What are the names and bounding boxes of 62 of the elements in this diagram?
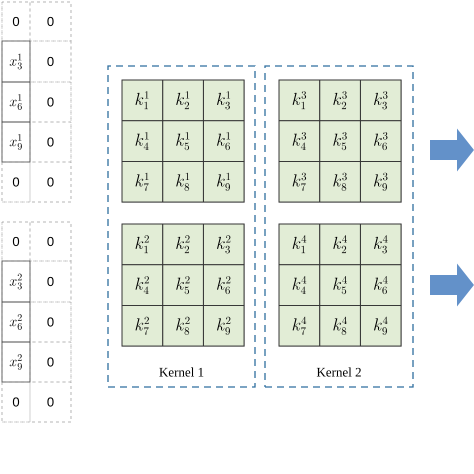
grid-cell: $k_7^2$ — [122, 304, 164, 347]
grid-cell: $k_5^1$ — [162, 120, 204, 162]
grid-cell: $k_4^2$ — [122, 264, 164, 306]
grid-cell: $x_3^2$ — [2, 260, 30, 302]
grid-cell: $k_3^3$ — [360, 80, 402, 122]
grid-cell: 0 — [30, 302, 72, 342]
grid-cell: $k_1^1$ — [122, 80, 164, 122]
grid-cell: 0 — [30, 122, 72, 162]
grid-cell: $k_9^3$ — [360, 160, 402, 203]
grid-cell: 0 — [30, 162, 72, 202]
kernel-grid — [122, 224, 245, 347]
grid-cell: $k_4^4$ — [278, 264, 320, 306]
grid-cell: $k_7^4$ — [278, 304, 320, 347]
grid-cell: $k_1^2$ — [122, 224, 164, 266]
grid-cell: $k_9^2$ — [202, 304, 245, 347]
grid-cell: $k_9^4$ — [360, 304, 402, 347]
grid-cell: 0 — [30, 82, 72, 122]
grid-cell: $x_6^1$ — [2, 82, 30, 122]
grid-cell: $k_2^1$ — [162, 80, 204, 122]
input-grid — [2, 2, 72, 202]
grid-cell: $k_8^1$ — [162, 160, 204, 203]
grid-cell: 0 — [30, 222, 72, 262]
grid-cell: $k_5^4$ — [319, 264, 361, 306]
grid-cell: 0 — [2, 382, 30, 422]
grid-cell: 0 — [30, 40, 72, 82]
grid-cell: 0 — [2, 162, 30, 202]
grid-cell: $k_8^4$ — [319, 304, 361, 347]
grid-cell: 0 — [30, 260, 72, 302]
grid-cell: $k_7^1$ — [122, 160, 164, 203]
grid-cell: $k_5^3$ — [319, 120, 361, 162]
grid-cell: $x_3^1$ — [2, 40, 30, 82]
grid-cell: $k_4^1$ — [122, 120, 164, 162]
grid-cell: $k_2^2$ — [162, 224, 204, 266]
grid-cell: $k_1^3$ — [278, 80, 320, 122]
grid-cell: $k_6^4$ — [360, 264, 402, 306]
grid-cell: $k_6^2$ — [202, 264, 245, 306]
kernel-grid — [122, 80, 245, 203]
kernel-grid — [278, 80, 402, 203]
grid-cell: $k_8^3$ — [319, 160, 361, 203]
grid-cell: 0 — [2, 2, 30, 42]
grid-cell: 0 — [2, 222, 30, 262]
grid-cell: $x_9^1$ — [2, 122, 30, 162]
grid-cell: 0 — [30, 2, 72, 42]
grid-cell: $k_3^1$ — [202, 80, 245, 122]
grid-cell: $k_6^3$ — [360, 120, 402, 162]
grid-cell: $k_3^4$ — [360, 224, 402, 266]
grid-cell: $k_8^2$ — [162, 304, 204, 347]
grid-cell: $k_7^3$ — [278, 160, 320, 203]
grid-cell: $x_6^2$ — [2, 302, 30, 342]
grid-cell: $k_2^4$ — [319, 224, 361, 266]
grid-cell: $k_3^2$ — [202, 224, 245, 266]
grid-cell: $k_2^3$ — [319, 80, 361, 122]
grid-cell: 0 — [30, 382, 72, 422]
grid-cell: $k_5^2$ — [162, 264, 204, 306]
grid-cell: 0 — [30, 342, 72, 382]
grid-cell: $k_4^3$ — [278, 120, 320, 162]
grid-cell: $k_9^1$ — [202, 160, 245, 203]
grid-cell: $k_6^1$ — [202, 120, 245, 162]
input-grid — [2, 222, 72, 422]
kernel-grid — [278, 224, 402, 347]
grid-cell: $x_9^2$ — [2, 342, 30, 382]
grid-cell: $k_1^4$ — [278, 224, 320, 266]
